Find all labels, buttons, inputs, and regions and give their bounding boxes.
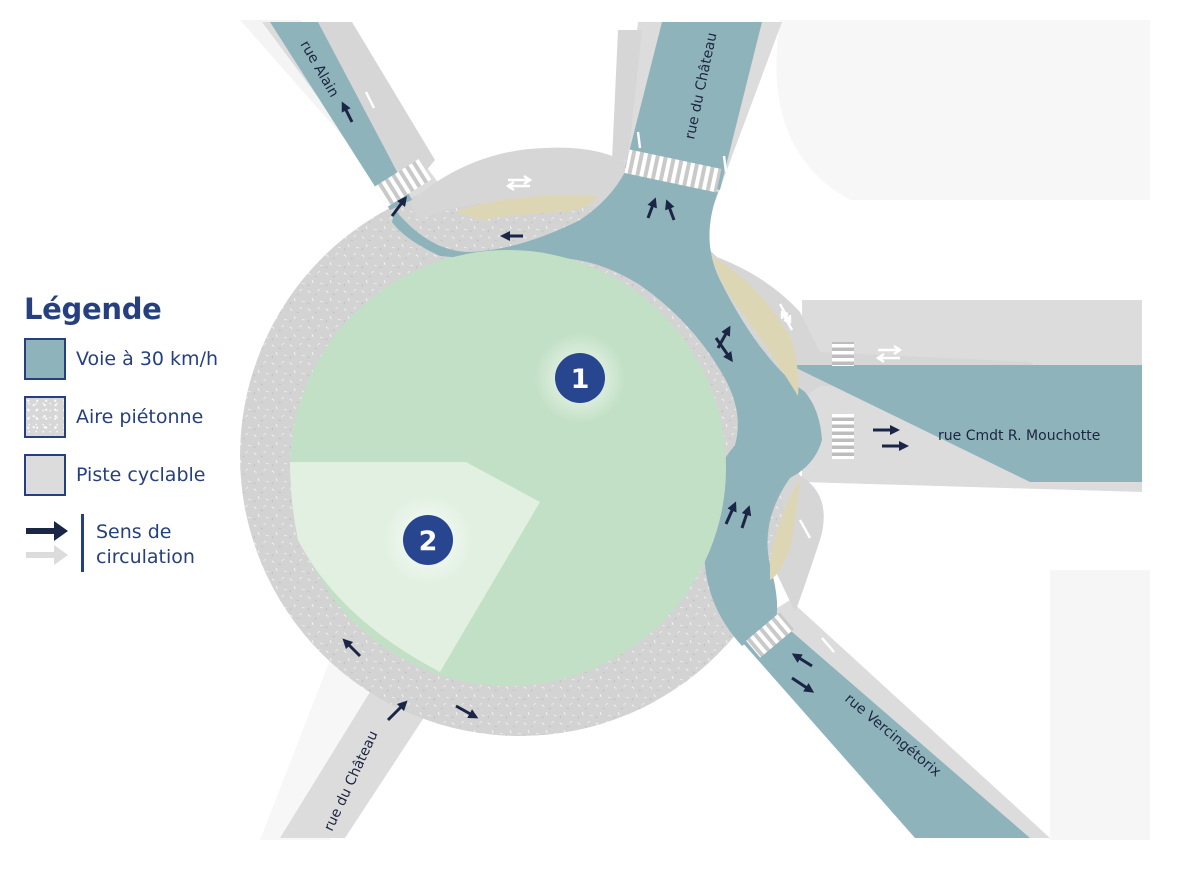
zone-1-badge[interactable] (555, 353, 605, 403)
legend-item-aire: Aire piétonne (24, 396, 254, 454)
sens-arrows-icon (26, 521, 68, 565)
sens-line-2: circulation (96, 546, 195, 568)
sens-divider (81, 514, 84, 572)
legend-swatch-aire (24, 396, 66, 438)
sens-line-1: Sens de (96, 521, 172, 543)
bike-direction-arrows (364, 91, 903, 653)
pedestrian-crossings (374, 149, 854, 658)
sand-strips (455, 195, 800, 580)
legend-label-voie: Voie à 30 km/h (76, 348, 219, 370)
legend-label-sens: Sens de circulation (96, 520, 246, 570)
legend-item-sens: Sens de circulation (24, 514, 254, 584)
legend-item-piste: Piste cyclable (24, 454, 254, 512)
legend-label-aire: Aire piétonne (76, 406, 204, 428)
zone-1-number: 1 (571, 364, 590, 395)
street-label-mouchotte: rue Cmdt R. Mouchotte (938, 428, 1100, 444)
legend-item-voie: Voie à 30 km/h (24, 338, 254, 396)
zone-2-badge[interactable] (403, 515, 453, 565)
legend-label-piste: Piste cyclable (76, 464, 206, 486)
legend-title: Légende (24, 292, 162, 326)
legend-swatch-voie (24, 338, 66, 380)
direction-arrows (341, 101, 909, 722)
legend: Légende Voie à 30 km/h Aire piétonne Pis… (24, 292, 254, 584)
zone-2-number: 2 (419, 526, 438, 557)
legend-swatch-piste (24, 454, 66, 496)
